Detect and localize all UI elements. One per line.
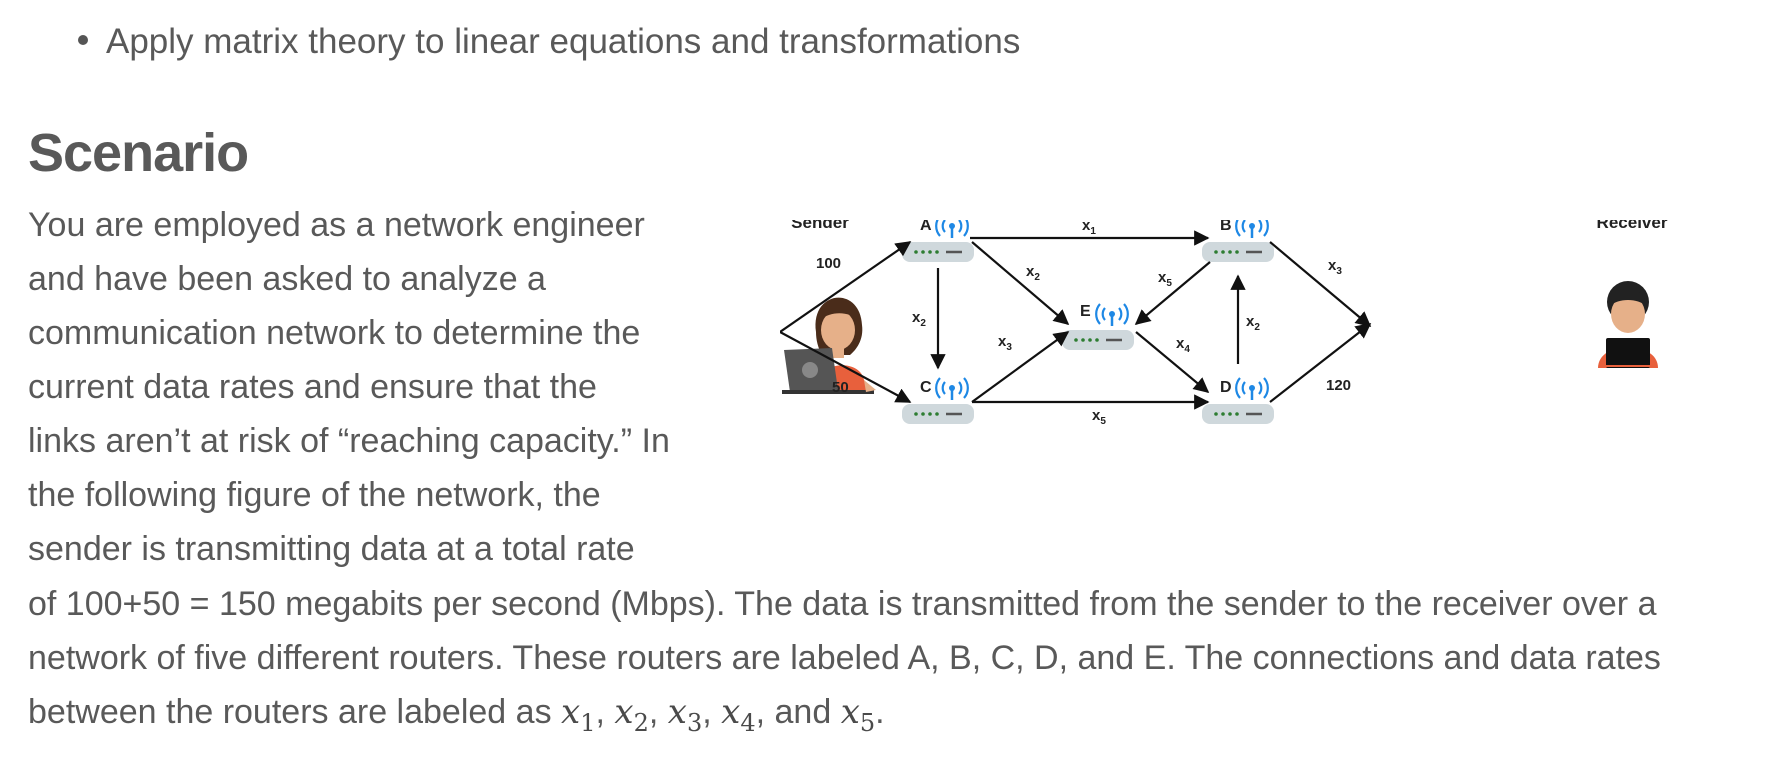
edge-label-e-b: x5: [1158, 269, 1172, 289]
router-d: D: [1200, 376, 1276, 426]
link-sender-a: [780, 241, 912, 333]
edge-label-a-e: x2: [1026, 263, 1040, 283]
router-c: C: [900, 376, 976, 426]
math-x4: x4: [721, 692, 756, 737]
link-e-b: [1134, 261, 1211, 325]
paragraph-line: of 100+50 = 150 megabits per second (Mbp…: [28, 585, 1657, 623]
paragraph-line: sender is transmitting data at a total r…: [28, 530, 635, 568]
link-a-e: [971, 241, 1070, 326]
network-links: [780, 230, 1372, 410]
scenario-paragraph-bottom: of 100+50 = 150 megabits per second (Mbp…: [28, 577, 1768, 750]
router-b: B: [1200, 220, 1276, 264]
math-x1: x1: [561, 692, 596, 737]
edge-label-e-d: x4: [1176, 335, 1190, 355]
paragraph-line-math: between the routers are labeled as x1, x…: [28, 692, 885, 737]
edge-label-a-c: x2: [912, 309, 926, 329]
objective-text: Apply matrix theory to linear equations …: [106, 22, 1021, 61]
svg-text:A: A: [920, 220, 932, 234]
paragraph-line: network of five different routers. These…: [28, 639, 1661, 677]
network-diagram: Sender Receiver A B C D E: [780, 220, 1700, 510]
sender-avatar: [782, 297, 876, 394]
paragraph-line: current data rates and ensure that the: [28, 368, 597, 406]
link-e-d: [1135, 331, 1210, 393]
paragraph-line: the following figure of the network, the: [28, 476, 601, 514]
svg-text:C: C: [920, 379, 932, 396]
router-e: E: [1060, 302, 1136, 352]
link-c-e: [971, 331, 1070, 403]
math-x2: x2: [614, 692, 649, 737]
receiver-avatar: [1598, 281, 1658, 368]
paragraph-line: and have been asked to analyze a: [28, 260, 546, 298]
math-x5: x5: [840, 692, 876, 737]
paragraph-line: communication network to determine the: [28, 314, 641, 352]
link-b-receiver: [1269, 241, 1372, 327]
link-sender-c: [780, 331, 912, 403]
network-diagram-svg: Sender Receiver A B C D E: [780, 220, 1668, 427]
section-heading: Scenario: [28, 123, 249, 183]
svg-text:E: E: [1080, 303, 1091, 320]
paragraph-line: links aren’t at risk of “reaching capaci…: [28, 422, 670, 460]
edge-label-sender-c: 50: [832, 379, 849, 396]
link-d-receiver: [1269, 323, 1372, 403]
edge-label-b-receiver: x3: [1328, 257, 1342, 277]
edge-label-d-b: x2: [1246, 313, 1260, 333]
edge-label-d-receiver: 120: [1326, 377, 1351, 394]
objective-bullet: Apply matrix theory to linear equations …: [78, 18, 1020, 66]
math-x3: x3: [667, 692, 703, 737]
sender-label: Sender: [791, 220, 849, 232]
svg-text:D: D: [1220, 379, 1232, 396]
receiver-label: Receiver: [1597, 220, 1668, 232]
scenario-paragraph-top: You are employed as a network engineer a…: [28, 198, 728, 576]
svg-text:B: B: [1220, 220, 1232, 234]
paragraph-line: You are employed as a network engineer: [28, 206, 645, 244]
edge-label-c-d: x5: [1092, 407, 1106, 427]
bullet-dot: [78, 34, 88, 45]
edge-label-c-e: x3: [998, 333, 1012, 353]
edge-label-a-b: x1: [1082, 220, 1096, 237]
router-a: A: [900, 220, 976, 264]
edge-label-sender-a: 100: [816, 255, 841, 272]
